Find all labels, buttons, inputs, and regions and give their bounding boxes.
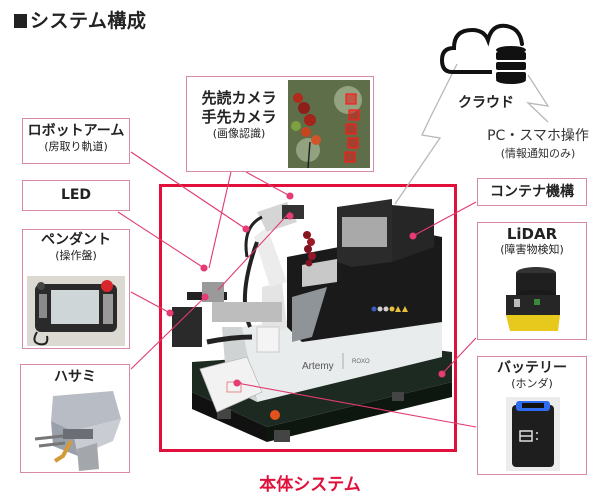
led-box: LED <box>22 180 130 211</box>
battery-sub: (ホンダ) <box>511 377 553 390</box>
cloud-label: クラウド <box>458 95 514 111</box>
robot-arm-sub: (房取り軌道) <box>44 140 108 153</box>
cloud-group: クラウド <box>439 14 540 114</box>
pendant-label: ペンダント <box>41 232 111 248</box>
scissors-photo <box>33 391 123 471</box>
page-title: システム構成 <box>14 6 146 33</box>
cloud-database-icon <box>439 23 526 84</box>
tomato-recognition-photo <box>288 80 370 168</box>
battery-box: バッテリー (ホンダ) <box>477 356 587 475</box>
pendant-sub: (操作盤) <box>55 249 97 262</box>
lidar-label: LiDAR <box>506 225 558 243</box>
container-box: コンテナ機構 <box>477 178 587 206</box>
lidar-sub: (障害物検知) <box>500 243 564 256</box>
lidar-box: LiDAR (障害物検知) <box>477 222 587 340</box>
square-bullet-icon <box>14 14 27 28</box>
scissors-box: ハサミ <box>20 364 130 473</box>
camera-label-hand: 手先カメラ <box>201 108 277 126</box>
led-label: LED <box>60 187 92 203</box>
main-system-caption: 本体システム <box>259 475 361 495</box>
main-system-frame: Artemy ROXO <box>159 184 457 452</box>
camera-label-lookahead: 先読カメラ <box>201 89 277 107</box>
pendant-photo <box>27 276 125 346</box>
battery-label: バッテリー <box>497 360 567 376</box>
robot-machine-illustration: Artemy ROXO <box>172 199 452 442</box>
brand-text: Artemy <box>302 361 334 372</box>
pc-label: PC・スマホ操作 <box>487 128 589 144</box>
battery-photo <box>506 397 560 471</box>
model-text: ROXO <box>352 359 370 365</box>
robot-arm-box: ロボットアーム (房取り軌道) <box>22 118 130 164</box>
pc-sub: (情報通知のみ) <box>500 147 576 160</box>
lidar-photo <box>500 265 566 335</box>
scissors-label: ハサミ <box>54 369 96 385</box>
container-label: コンテナ機構 <box>490 184 574 200</box>
pendant-box: ペンダント (操作盤) <box>22 229 130 349</box>
robot-arm-label: ロボットアーム <box>27 123 125 139</box>
page-title-text: システム構成 <box>30 10 147 32</box>
pc-smartphone-group: PC・スマホ操作 (情報通知のみ) <box>478 125 598 161</box>
camera-sub: (画像認識) <box>212 127 266 140</box>
camera-box: 先読カメラ 手先カメラ (画像認識) <box>186 76 374 172</box>
